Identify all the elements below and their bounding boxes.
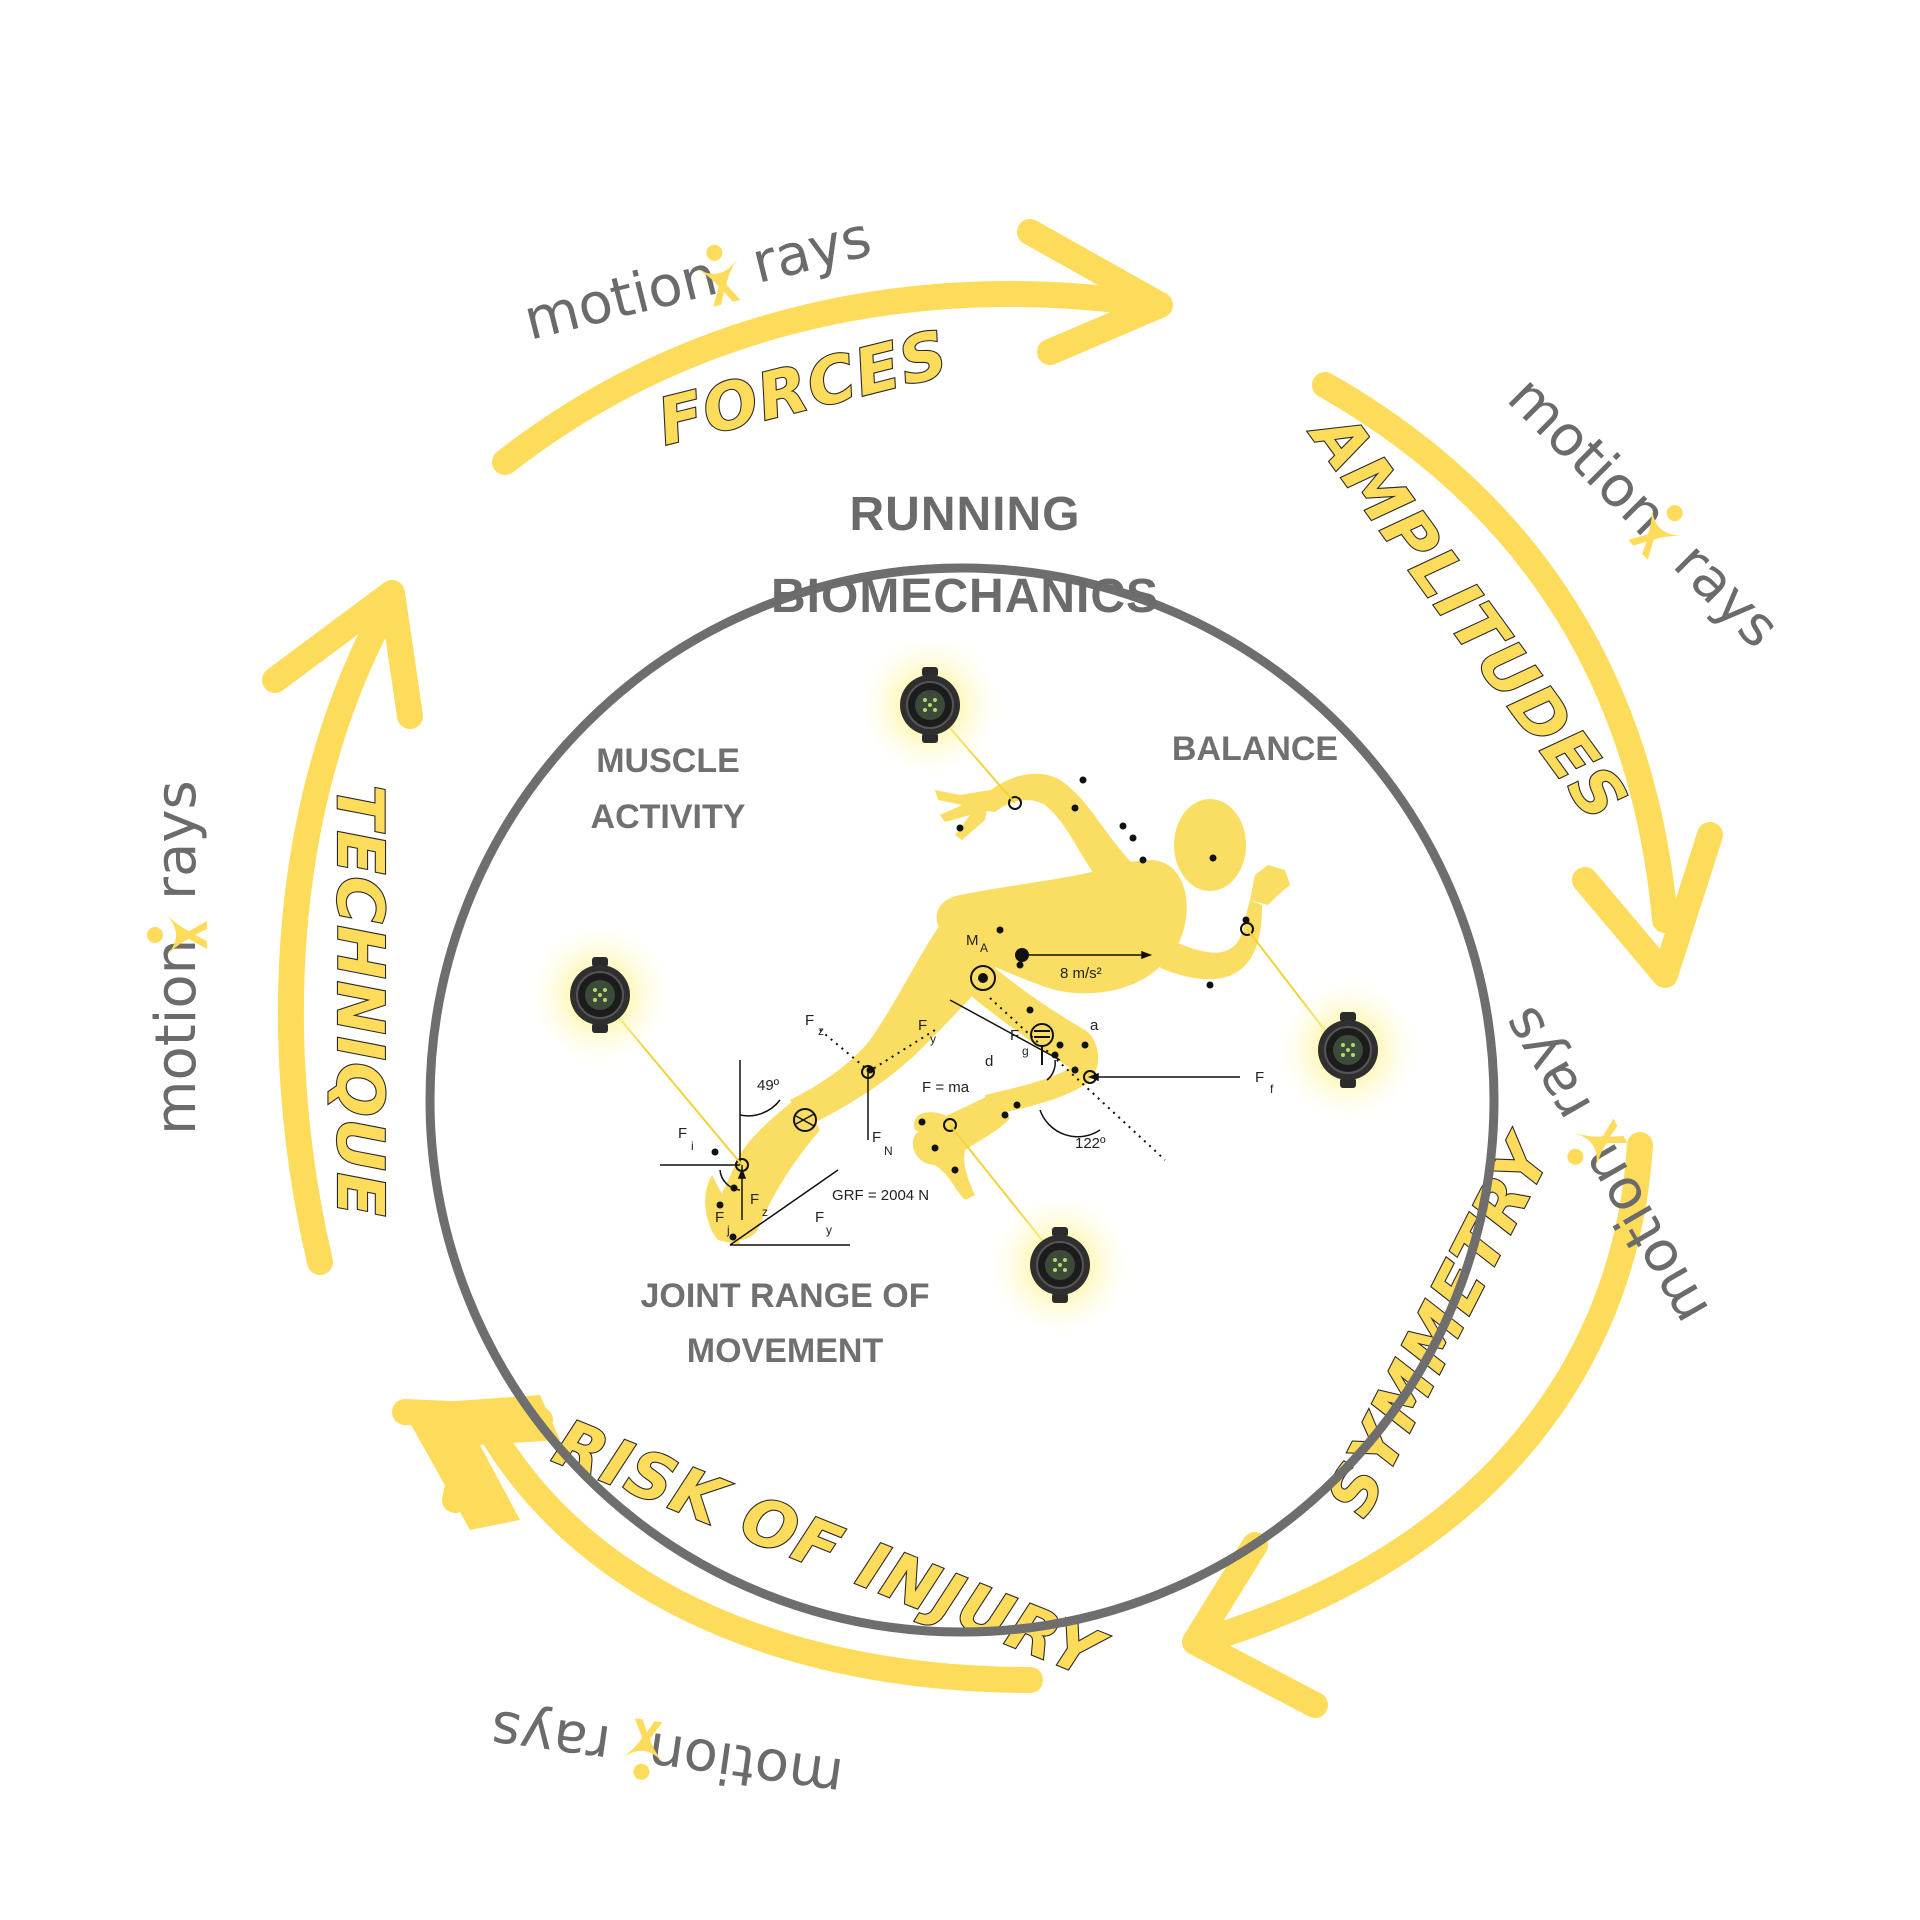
svg-text:d: d xyxy=(985,1053,993,1070)
muscle-activity-line-1: MUSCLE xyxy=(596,742,740,780)
brand-logo-right: motion rays xyxy=(1495,364,1792,661)
svg-text:z: z xyxy=(818,1024,824,1038)
svg-text:y: y xyxy=(930,1032,936,1046)
risk-arrowhead-fill xyxy=(400,1395,560,1530)
cycle-arrows xyxy=(262,219,1723,1718)
svg-text:j: j xyxy=(726,1223,730,1237)
sensor-icon xyxy=(1275,977,1421,1123)
svg-text:122º: 122º xyxy=(1075,1135,1106,1152)
svg-text:8 m/s²: 8 m/s² xyxy=(1060,965,1102,982)
svg-text:rays: rays xyxy=(746,205,878,297)
joint-markers xyxy=(711,776,1250,1241)
svg-text:F: F xyxy=(1255,1069,1264,1086)
symmetry-arrow xyxy=(1192,1132,1653,1653)
svg-text:i: i xyxy=(691,1139,694,1153)
sensor-icon xyxy=(857,632,1003,778)
svg-text:F: F xyxy=(1010,1027,1019,1044)
svg-text:F: F xyxy=(750,1191,759,1208)
svg-text:F: F xyxy=(715,1209,724,1226)
title-line-2: BIOMECHANICS xyxy=(771,570,1159,623)
forces-arrowhead xyxy=(1017,219,1173,365)
svg-text:N: N xyxy=(884,1144,893,1158)
gravity-marker xyxy=(793,1023,1054,1132)
svg-text:GRF = 2004 N: GRF = 2004 N xyxy=(832,1187,929,1204)
joint-rings xyxy=(735,796,1254,1172)
sensor-icon xyxy=(987,1192,1133,1338)
amplitudes-arrow xyxy=(1312,372,1678,933)
dotted-vectors xyxy=(819,997,1166,1161)
brand-logo-top: motion rays xyxy=(518,205,878,354)
svg-text:g: g xyxy=(1022,1044,1029,1058)
title-line-1: RUNNING xyxy=(850,488,1081,541)
svg-text:A: A xyxy=(980,941,988,955)
muscle-activity-line-2: ACTIVITY xyxy=(591,798,746,836)
svg-text:49º: 49º xyxy=(757,1077,780,1094)
brand-logo-left: motion rays xyxy=(144,780,209,1135)
svg-text:F: F xyxy=(918,1017,927,1034)
balance-label: BALANCE xyxy=(1172,730,1338,768)
svg-text:z: z xyxy=(762,1205,768,1219)
svg-text:motion: motion xyxy=(144,939,209,1135)
svg-text:y: y xyxy=(826,1223,832,1237)
svg-text:F: F xyxy=(805,1012,814,1029)
center-circle xyxy=(425,563,1499,1637)
svg-text:motion: motion xyxy=(518,243,724,354)
physics-labels: M A 8 m/s² F z F y F g a d F = ma F f F … xyxy=(678,932,1274,1237)
forces-arrow xyxy=(492,281,1168,475)
svg-text:F: F xyxy=(678,1125,687,1142)
sensor-icon xyxy=(527,922,673,1068)
svg-text:F: F xyxy=(815,1209,824,1226)
svg-text:rays: rays xyxy=(487,1697,615,1778)
svg-text:a: a xyxy=(1090,1017,1099,1034)
risk-arrow xyxy=(477,1417,1043,1693)
svg-text:rays: rays xyxy=(1661,530,1792,661)
svg-text:rays: rays xyxy=(1489,996,1605,1132)
technique-arrow xyxy=(277,585,405,1275)
runner-figure xyxy=(705,773,1290,1245)
svg-text:rays: rays xyxy=(144,780,209,900)
svg-text:f: f xyxy=(1270,1082,1274,1096)
brand-logo-bottom: motion rays xyxy=(487,1697,847,1811)
svg-text:M: M xyxy=(966,932,979,949)
joint-range-line-2: MOVEMENT xyxy=(687,1332,884,1370)
svg-text:motion: motion xyxy=(644,1719,847,1811)
svg-text:F: F xyxy=(872,1129,881,1146)
technique-arrowhead xyxy=(262,580,423,729)
svg-text:F = ma: F = ma xyxy=(922,1079,970,1096)
joint-range-line-1: JOINT RANGE OF xyxy=(640,1277,929,1315)
symmetry-arrowhead xyxy=(1182,1532,1328,1718)
amplitudes-arrowhead xyxy=(1572,822,1723,988)
technique-label: TECHNIQUE xyxy=(322,785,396,1218)
